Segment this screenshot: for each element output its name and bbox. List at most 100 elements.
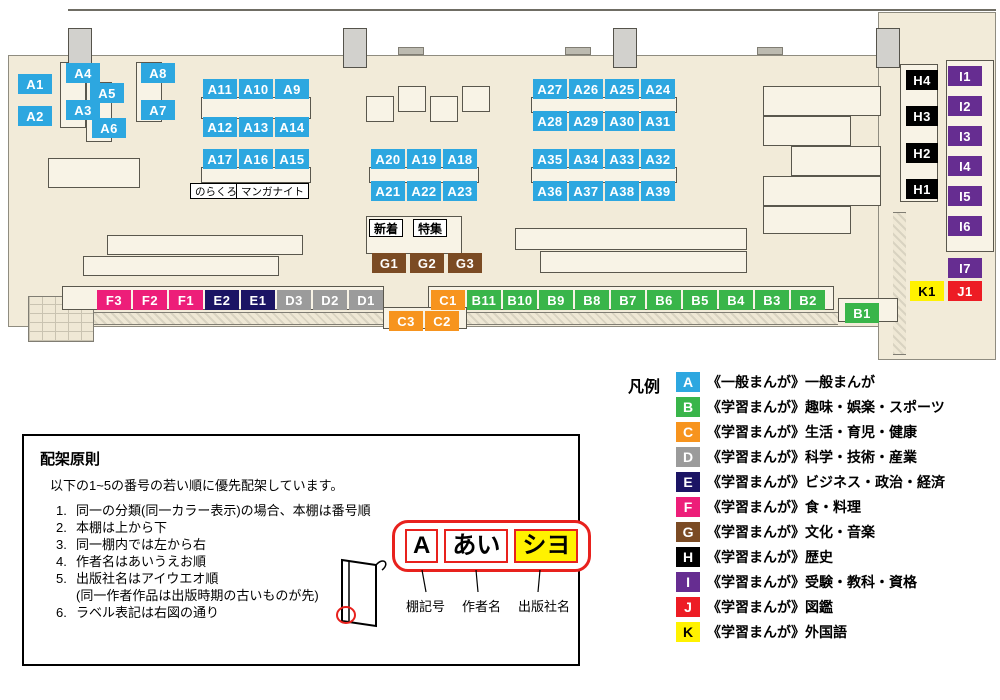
- shelf-block: [398, 86, 426, 112]
- pillar: [68, 28, 92, 68]
- legend-chip-A: A: [676, 372, 701, 392]
- diagram-caption-1: 棚記号: [406, 599, 446, 614]
- shelf-label-I5: I5: [948, 186, 982, 206]
- shelf-block: [515, 228, 747, 250]
- wall-shelf-mark: [565, 47, 591, 55]
- legend-row-B: B 《学習まんが》趣味・娯楽・スポーツ: [676, 397, 945, 417]
- principle-number: 6.: [56, 605, 67, 620]
- legend-label-C: 《学習まんが》生活・育児・健康: [707, 424, 918, 440]
- shelf-label-K1: K1: [910, 281, 944, 301]
- shelf-label-F3: F3: [97, 290, 131, 310]
- principle-item-1: 1. 同一の分類(同一カラー表示)の場合、本棚は番号順: [56, 502, 578, 519]
- shelf-label-A12: A12: [203, 117, 237, 137]
- shelf-label-C1: C1: [431, 290, 465, 310]
- diagram-caption-2: 作者名: [462, 599, 502, 614]
- shelf-label-I4: I4: [948, 156, 982, 176]
- shelf-label-B6: B6: [647, 290, 681, 310]
- shelf-label-H1: H1: [906, 179, 938, 199]
- legend-chip-B: B: [676, 397, 701, 417]
- shelf-label-B2: B2: [791, 290, 825, 310]
- principles-intro: 以下の1~5の番号の若い順に優先配架しています。: [50, 478, 344, 493]
- shelf-label-F2: F2: [133, 290, 167, 310]
- shelf-label-H3: H3: [906, 106, 938, 126]
- shelf-label-A10: A10: [239, 79, 273, 99]
- spine-segment-2: あい: [444, 529, 509, 563]
- shelf-label-A8: A8: [141, 63, 175, 83]
- shelf-block: [201, 167, 311, 183]
- shelf-label-B5: B5: [683, 290, 717, 310]
- principle-item-5: 5. 出版社名はアイウエオ順: [56, 570, 578, 587]
- shelf-label-E2: E2: [205, 290, 239, 310]
- shelf-label-A35: A35: [533, 149, 567, 169]
- shelf-label-B11: B11: [467, 290, 501, 310]
- principle-text: 本棚は上から下: [76, 520, 168, 535]
- legend-chip-J: J: [676, 597, 701, 617]
- shelf-label-D3: D3: [277, 290, 311, 310]
- shelf-label-A29: A29: [569, 111, 603, 131]
- shelf-label-A6: A6: [92, 118, 126, 138]
- shelf-block: [201, 97, 311, 119]
- legend-label-B: 《学習まんが》趣味・娯楽・スポーツ: [707, 399, 945, 415]
- shelf-label-G3: G3: [448, 253, 482, 273]
- legend-chip-D: D: [676, 447, 701, 467]
- principle-number: 2.: [56, 520, 67, 535]
- legend-row-H: H《学習まんが》歴史: [676, 547, 945, 567]
- shelf-label-B8: B8: [575, 290, 609, 310]
- principle-number: 3.: [56, 537, 67, 552]
- shelf-label-G1: G1: [372, 253, 406, 273]
- legend-chip-K: K: [676, 622, 701, 642]
- principle-item-4: 4.作者名はあいうえお順: [56, 553, 578, 570]
- shelf-block: [791, 146, 881, 176]
- principle-text: 出版社名はアイウエオ順: [76, 571, 219, 586]
- legend-label-K: 《学習まんが》外国語: [707, 624, 848, 640]
- principle-subtext: (同一作者作品は出版時期の古いものが先): [76, 588, 319, 603]
- shelf-label-A37: A37: [569, 181, 603, 201]
- shelf-label-H2: H2: [906, 143, 938, 163]
- legend-label-E: 《学習まんが》ビジネス・政治・経済: [707, 474, 946, 490]
- legend-chip-H: H: [676, 547, 701, 567]
- shelf-block: [763, 206, 851, 234]
- principle-text: 同一の分類(同一カラー表示)の場合、本棚は番号順: [76, 503, 371, 518]
- shelf-block: [531, 167, 677, 183]
- principle-number: 1.: [56, 503, 67, 518]
- principle-item-3: 3.同一棚内では左から右: [56, 536, 578, 553]
- shelf-block: [107, 235, 303, 255]
- shelf-label-H4: H4: [906, 70, 938, 90]
- shelf-label-A22: A22: [407, 181, 441, 201]
- legend-label-D: 《学習まんが》科学・技術・産業: [707, 449, 918, 465]
- shelf-label-A7: A7: [141, 100, 175, 120]
- shelf-label-B9: B9: [539, 290, 573, 310]
- shelf-label-A33: A33: [605, 149, 639, 169]
- diagram-caption-3: 出版社名: [518, 599, 571, 614]
- principle-item-2: 2. 本棚は上から下: [56, 519, 578, 536]
- shelf-label-E1: E1: [241, 290, 275, 310]
- shelf-label-A13: A13: [239, 117, 273, 137]
- shelf-label-C2: C2: [425, 311, 459, 331]
- shelf-label-A34: A34: [569, 149, 603, 169]
- wall-shelf-mark: [757, 47, 783, 55]
- principle-number: 5.: [56, 571, 67, 586]
- shelf-label-A17: A17: [203, 149, 237, 169]
- book-icon: [336, 558, 387, 628]
- shelf-label-A24: A24: [641, 79, 675, 99]
- shelf-block: [366, 96, 394, 122]
- shelf-label-A15: A15: [275, 149, 309, 169]
- legend-row-G: G《学習まんが》文化・音楽: [676, 522, 945, 542]
- shelf-label-A1: A1: [18, 74, 52, 94]
- shelf-label-A31: A31: [641, 111, 675, 131]
- spine-segment-1: A: [405, 529, 439, 563]
- shelf-label-A30: A30: [605, 111, 639, 131]
- shelf-label-F1: F1: [169, 290, 203, 310]
- legend-row-K: K 《学習まんが》外国語: [676, 622, 945, 642]
- principle-item-6: 6.ラベル表記は右図の通り: [56, 604, 578, 621]
- shelf-block: [763, 176, 881, 206]
- shelf-label-A19: A19: [407, 149, 441, 169]
- shelf-label-A38: A38: [605, 181, 639, 201]
- shelf-label-A18: A18: [443, 149, 477, 169]
- diagram-connector-lines: [421, 569, 541, 593]
- shelf-label-A36: A36: [533, 181, 567, 201]
